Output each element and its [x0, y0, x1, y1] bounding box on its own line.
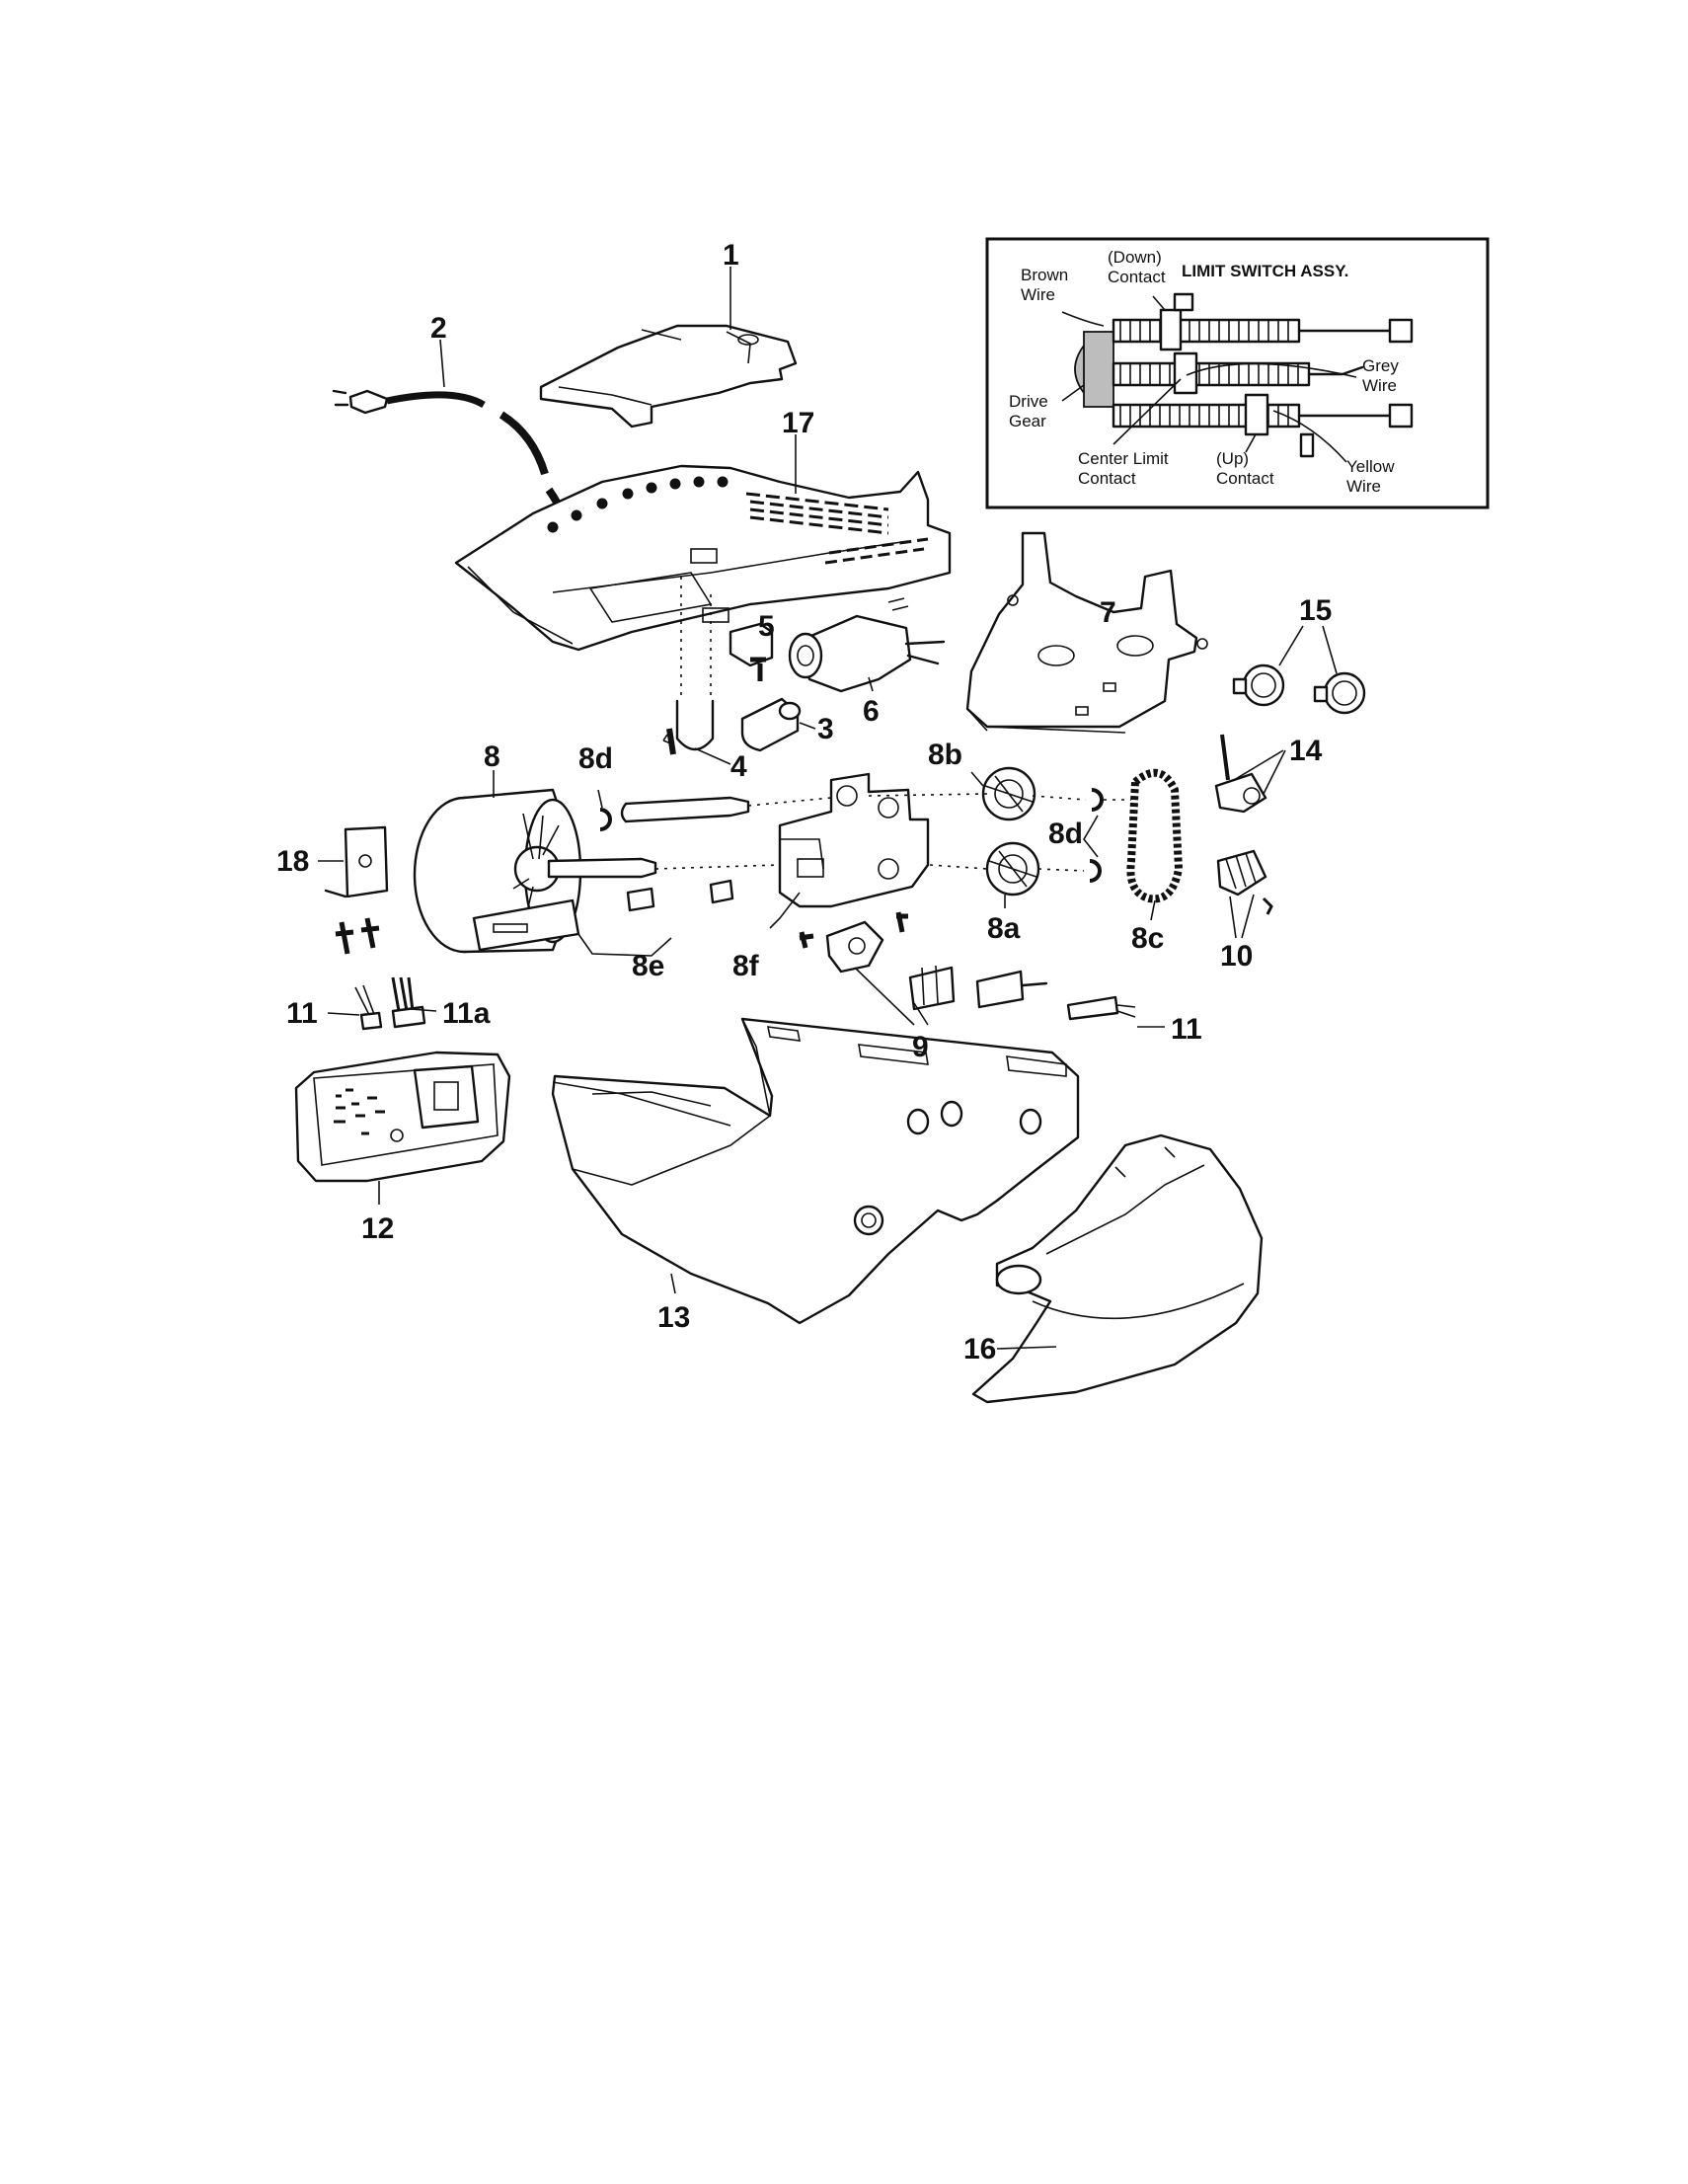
callout-15: 15: [1299, 594, 1332, 627]
part-12-logic-board: [294, 1051, 511, 1205]
part-4-bracket: [662, 577, 731, 765]
part-18-bracket: [318, 825, 389, 955]
part-9-parts: [825, 920, 1048, 1026]
yellow-wire-label: Yellow: [1346, 457, 1395, 476]
callout-11a: 11a: [442, 997, 491, 1030]
callout-4: 4: [730, 750, 747, 783]
part-8e-blocks: [577, 879, 734, 957]
callout-10: 10: [1220, 940, 1253, 973]
center-limit-label: Center Limit: [1078, 449, 1169, 468]
down-contact-label-2: Contact: [1108, 268, 1166, 286]
callout-14: 14: [1289, 735, 1323, 767]
callout-12: 12: [361, 1212, 394, 1245]
callout-8e: 8e: [632, 950, 664, 982]
callout-labels: 1 2 17 5 6 3 4 7 15 14 8 8d 8b 8d 18 8e …: [276, 239, 1332, 1365]
part-8-motor: [413, 770, 1085, 954]
part-17-chassis: [454, 434, 952, 652]
callout-8a: 8a: [987, 912, 1021, 945]
part-5-clip: [729, 622, 774, 681]
center-limit-label-2: Contact: [1078, 469, 1136, 488]
callout-11-left: 11: [286, 997, 318, 1030]
limit-shafts: [1112, 318, 1311, 429]
part-15-sockets: [1232, 625, 1366, 715]
callout-8f: 8f: [732, 950, 760, 982]
callout-6: 6: [863, 695, 880, 728]
yellow-wire-label-2: Wire: [1346, 477, 1381, 496]
callout-8d-right: 8d: [1048, 818, 1083, 850]
part-8-output-shaft: [620, 793, 1131, 823]
part-8b-gear: [970, 766, 1036, 821]
down-contact-label: (Down): [1108, 248, 1162, 267]
brown-wire-label-2: Wire: [1021, 285, 1055, 304]
part-10-spring: [1216, 849, 1273, 939]
inset-title: LIMIT SWITCH ASSY.: [1182, 262, 1348, 280]
callout-16: 16: [963, 1333, 996, 1365]
callout-17: 17: [782, 407, 814, 439]
callout-8b: 8b: [928, 739, 962, 771]
part-8a-gear: [985, 841, 1040, 908]
drive-gear-label: Drive: [1009, 392, 1048, 411]
part-3-capacitor: [740, 697, 816, 752]
callout-1: 1: [723, 239, 739, 272]
part-1-cover-plate: [539, 267, 798, 429]
drive-gear-label-2: Gear: [1009, 412, 1046, 430]
limit-switch-inset: LIMIT SWITCH ASSY. Brown Wire (Down) Con…: [985, 237, 1490, 509]
grey-wire-label-2: Wire: [1362, 376, 1397, 395]
part-16-end-cap: [971, 1133, 1264, 1404]
callout-5: 5: [758, 610, 775, 643]
callout-8: 8: [484, 741, 500, 773]
part-6-switch: [788, 597, 946, 693]
part-13-main-cover: [551, 1017, 1080, 1325]
callout-13: 13: [657, 1301, 690, 1334]
up-contact-drawing: [1244, 393, 1269, 436]
up-contact-label-2: Contact: [1216, 469, 1274, 488]
grey-wire-label: Grey: [1362, 356, 1399, 375]
callout-11-right: 11: [1171, 1013, 1202, 1046]
part-11-harness-left: [327, 976, 437, 1031]
up-contact-label: (Up): [1216, 449, 1249, 468]
down-contact-drawing: [1159, 308, 1183, 351]
part-7-bracket: [965, 531, 1208, 734]
callout-7: 7: [1100, 596, 1116, 629]
callout-3: 3: [817, 713, 834, 745]
part-14-sprocket: [1214, 734, 1286, 814]
part-11-connector-right: [1066, 995, 1165, 1028]
callout-18: 18: [276, 845, 309, 878]
brown-wire-label: Brown: [1021, 266, 1068, 284]
callout-9: 9: [912, 1031, 929, 1063]
part-8c-belt: [1126, 768, 1184, 921]
part-8d-clips: [597, 788, 1104, 883]
center-contact-drawing: [1173, 351, 1198, 395]
callout-8d-left: 8d: [578, 742, 613, 775]
callout-2: 2: [430, 312, 447, 345]
callout-8c: 8c: [1131, 922, 1164, 955]
part-2-power-cord: [332, 339, 571, 525]
part-8f-plate: [769, 772, 930, 949]
